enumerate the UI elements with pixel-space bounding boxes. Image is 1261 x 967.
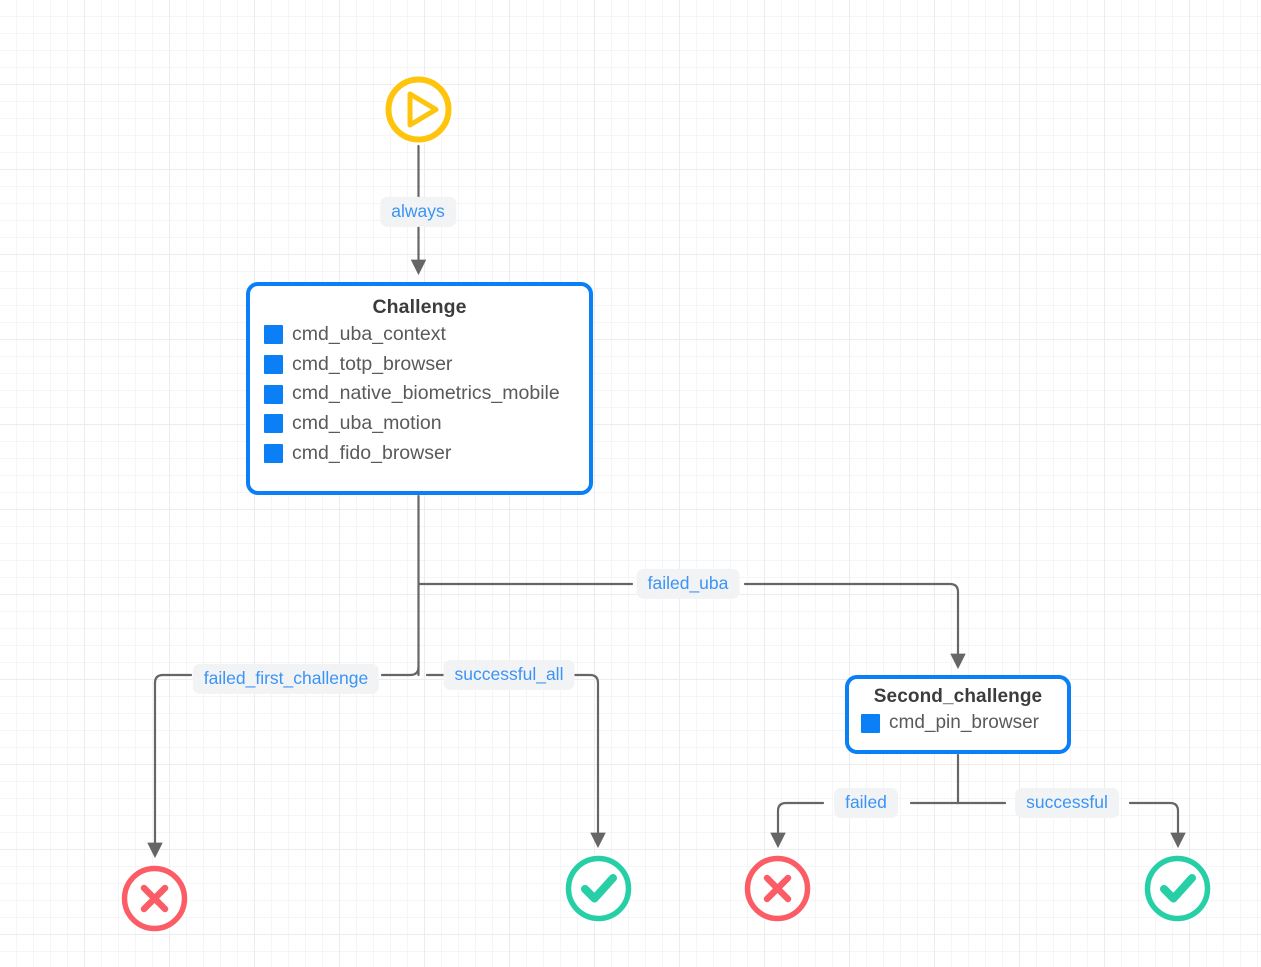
node-challenge[interactable]: Challenge cmd_uba_context cmd_totp_brows… [246, 282, 593, 495]
edge-label-failed-uba[interactable]: failed_uba [636, 568, 740, 600]
edge-label-failed[interactable]: failed [834, 787, 898, 819]
node-challenge-item[interactable]: cmd_uba_context [264, 321, 575, 349]
command-swatch-icon [264, 444, 283, 464]
command-swatch-icon [861, 713, 880, 733]
edge-label-successful[interactable]: successful [1015, 787, 1119, 819]
command-label: cmd_pin_browser [889, 712, 1039, 733]
edge-failed-first-challenge [155, 665, 420, 855]
start-node[interactable] [384, 75, 453, 144]
x-circle-icon [743, 854, 812, 923]
play-circle-icon [384, 75, 453, 144]
node-second-challenge[interactable]: Second_challenge cmd_pin_browser [845, 675, 1071, 754]
command-label: cmd_uba_motion [292, 412, 442, 435]
command-label: cmd_native_biometrics_mobile [292, 382, 560, 405]
node-second-challenge-title: Second_challenge [873, 686, 1043, 707]
node-challenge-item[interactable]: cmd_fido_browser [264, 440, 575, 468]
edge-label-failed-first-challenge[interactable]: failed_first_challenge [192, 663, 380, 695]
check-circle-icon [564, 854, 633, 923]
end-node-failure[interactable] [743, 854, 812, 923]
check-circle-icon [1143, 854, 1212, 923]
command-label: cmd_fido_browser [292, 441, 452, 464]
command-label: cmd_totp_browser [292, 352, 453, 375]
node-second-challenge-item[interactable]: cmd_pin_browser [861, 710, 1055, 737]
x-circle-icon [120, 864, 189, 933]
edge-label-always[interactable]: always [380, 196, 456, 228]
end-node-failure[interactable] [120, 864, 189, 933]
edge-successful-all [425, 673, 598, 845]
end-node-success[interactable] [1143, 854, 1212, 923]
command-swatch-icon [264, 384, 283, 404]
node-challenge-item[interactable]: cmd_uba_motion [264, 410, 575, 438]
command-swatch-icon [264, 414, 283, 434]
node-challenge-item[interactable]: cmd_native_biometrics_mobile [264, 380, 575, 408]
node-challenge-title: Challenge [372, 296, 467, 318]
command-swatch-icon [264, 355, 283, 375]
end-node-success[interactable] [564, 854, 633, 923]
command-swatch-icon [264, 325, 283, 345]
command-label: cmd_uba_context [292, 323, 446, 345]
node-challenge-item[interactable]: cmd_totp_browser [264, 351, 575, 379]
edge-label-successful-all[interactable]: successful_all [443, 659, 575, 691]
